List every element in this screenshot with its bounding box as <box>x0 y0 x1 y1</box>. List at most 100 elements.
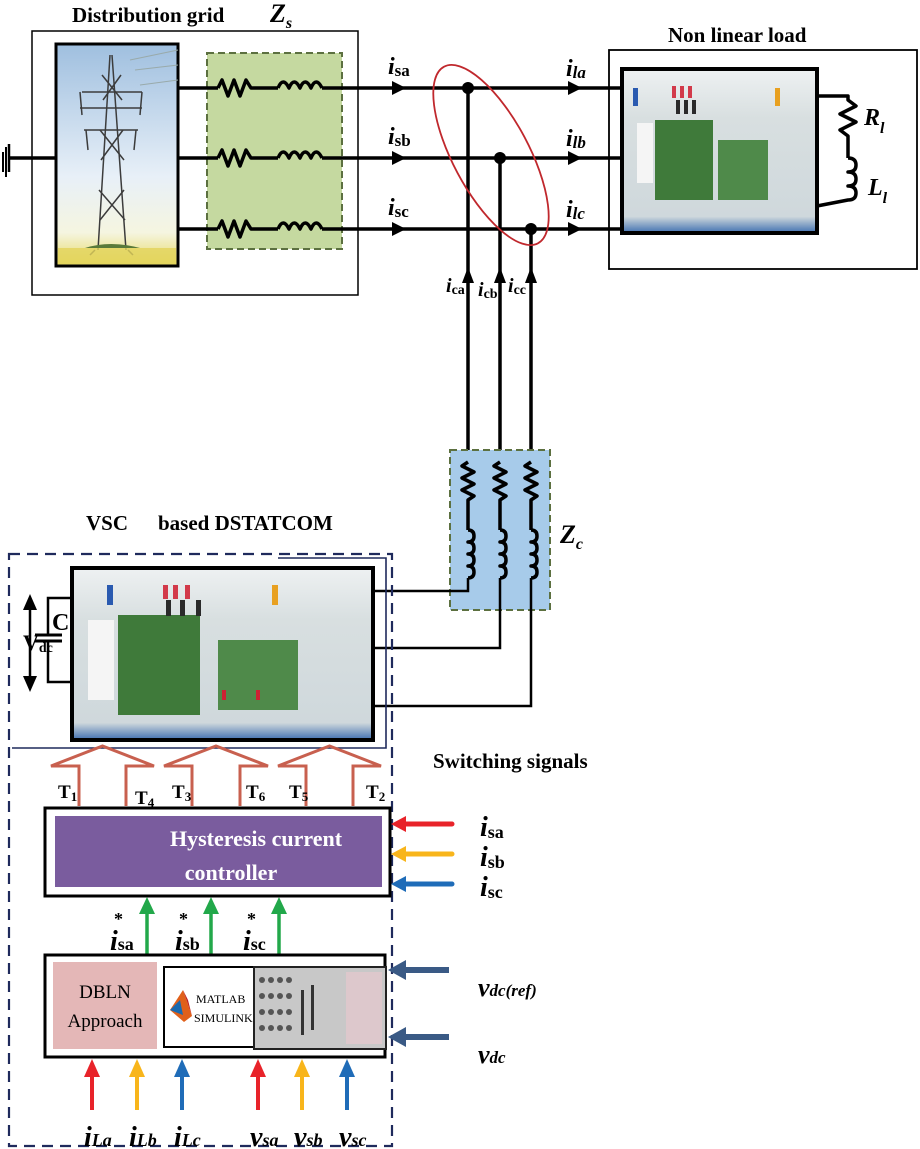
vsc-output-line-a <box>373 578 470 593</box>
grid-inductor-icon <box>276 80 324 90</box>
hysteresis-controller-fill <box>55 816 382 887</box>
arrow-up-icon <box>174 1059 190 1077</box>
arrow-left-icon <box>391 816 406 832</box>
load-resistor <box>817 94 858 158</box>
bnc-connector-icon <box>286 993 292 999</box>
dspace-hardware-image <box>253 966 387 1050</box>
grid-phase-b <box>178 148 324 168</box>
bnc-connector-icon <box>259 977 265 983</box>
arrow-right-icon <box>568 151 582 165</box>
grid-inductor-icon <box>276 150 324 160</box>
grid-impedance-box <box>206 52 343 250</box>
coupling-resistor-icon <box>523 460 539 530</box>
dstatcom-title-based: based DSTATCOM <box>158 511 333 535</box>
compensating-current-label-a: ica <box>446 275 465 298</box>
capacitor-label: C <box>52 610 69 636</box>
input-label-iLb: iLb <box>129 1122 157 1149</box>
dstatcom-section: VSC based DSTATCOM C Vdc <box>7 511 588 1149</box>
arrow-up-icon <box>462 267 474 283</box>
arrow-up-icon <box>203 897 219 914</box>
bnc-connector-icon <box>268 977 274 983</box>
switching-signal-label-1: T1 <box>58 782 77 804</box>
compensating-current-label-c: icc <box>508 275 526 298</box>
source-current-label-c: isc <box>388 195 409 221</box>
input-label-iLa: iLa <box>84 1122 112 1149</box>
reference-current-label-sb: isb <box>175 926 200 957</box>
dbln-label: DBLN <box>79 982 131 1003</box>
dbln-approach-block <box>53 962 157 1049</box>
arrow-up-icon <box>84 1059 100 1077</box>
feedback-current-label-sa: isa <box>480 812 504 843</box>
vsc-hardware-image <box>70 566 375 742</box>
ground-icon <box>2 144 57 177</box>
source-current-label-a: isa <box>388 54 410 80</box>
simulink-label: SIMULINK <box>194 1011 253 1025</box>
switching-signal-arrow-2 <box>163 744 269 806</box>
nonlinear-load-box <box>608 49 918 270</box>
input-label-vsc: vsc <box>339 1122 366 1149</box>
reference-current-label-sa: isa <box>110 926 134 957</box>
switching-signal-arrow-1 <box>50 744 155 806</box>
rectifier-hardware-image <box>620 67 819 235</box>
bnc-connector-icon <box>277 1009 283 1015</box>
arrow-up-icon <box>525 267 537 283</box>
reference-star-icon: * <box>114 909 123 929</box>
switching-signal-label-2: T2 <box>366 782 385 804</box>
switching-signal-label-5: T5 <box>289 782 309 804</box>
switching-signal-label-4: T4 <box>135 788 155 810</box>
nonlinear-load-title: Non linear load <box>668 23 807 47</box>
distribution-grid-title: Distribution grid <box>72 3 225 27</box>
pcc-ellipse <box>432 64 550 246</box>
bnc-connector-icon <box>259 1025 265 1031</box>
grid-impedance-label: Zs <box>269 0 292 32</box>
dc-input-label-1: vdc <box>478 1040 506 1069</box>
reference-current-label-sc: isc <box>243 926 266 957</box>
grid-phase-a <box>178 78 324 98</box>
feedback-current-label-sb: isb <box>480 842 505 873</box>
switching-signal-label-3: T3 <box>172 782 192 804</box>
dc-voltage-label: Vdc <box>23 630 53 656</box>
arrow-right-icon <box>568 81 582 95</box>
bnc-connector-icon <box>268 1025 274 1031</box>
distribution-grid-box <box>31 30 359 296</box>
matlab-logo-icon <box>170 990 192 1022</box>
source-current-label-b: isb <box>388 124 411 150</box>
dc-input-label-0: vdc(ref) <box>478 973 537 1002</box>
vsc-output-line-c <box>373 578 533 708</box>
arrow-up-icon <box>23 594 37 610</box>
vsc-inner-frame <box>12 557 387 749</box>
input-label-vsb: vsb <box>294 1122 322 1149</box>
grid-phase-lines <box>178 78 324 239</box>
bnc-connector-icon <box>277 977 283 983</box>
arrow-left-icon <box>391 846 406 862</box>
coupling-branch-b <box>373 460 508 650</box>
coupling-resistor-icon <box>492 460 508 530</box>
distribution-grid-section: Distribution grid Zs <box>2 0 359 296</box>
bnc-connector-icon <box>286 1025 292 1031</box>
arrow-up-icon <box>139 897 155 914</box>
bnc-connector-icon <box>259 1009 265 1015</box>
bnc-connector-icon <box>286 977 292 983</box>
reference-star-icon: * <box>247 909 256 929</box>
arrow-left-icon <box>391 876 406 892</box>
arrow-up-icon <box>250 1059 266 1077</box>
dstatcom-title-vsc: VSC <box>86 511 128 535</box>
coupling-inductor-icon <box>466 528 476 580</box>
bnc-connector-icon <box>259 993 265 999</box>
bnc-connector-icon <box>268 993 274 999</box>
input-label-iLc: iLc <box>174 1122 201 1149</box>
arrow-right-icon <box>568 222 582 236</box>
grid-resistor-icon <box>216 148 278 168</box>
coupling-branch-c <box>373 460 539 708</box>
coupling-inductor-icon <box>529 528 539 580</box>
hysteresis-controller-label-2: controller <box>185 860 278 885</box>
coupling-resistor-icon <box>460 460 476 530</box>
coupling-impedance-label: Zc <box>559 520 583 553</box>
arrow-up-icon <box>494 267 506 283</box>
bnc-connector-icon <box>277 993 283 999</box>
matlab-label: MATLAB <box>196 992 245 1006</box>
grid-phase-c <box>178 219 324 239</box>
grid-resistor-icon <box>216 78 278 98</box>
arrow-up-icon <box>339 1059 355 1077</box>
